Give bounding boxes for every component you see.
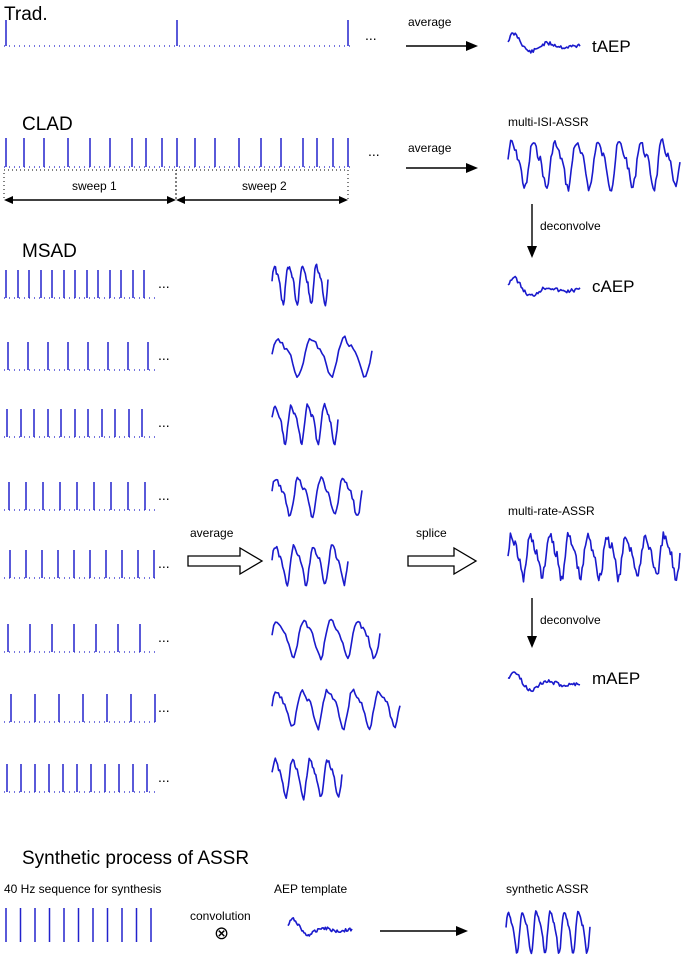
msad-averaged-waveform-7 xyxy=(271,688,401,731)
caep-label: cAEP xyxy=(592,277,635,296)
maep-label: mAEP xyxy=(592,669,640,688)
msad-averaged-waveform-8 xyxy=(271,757,343,801)
msad-train-ellipsis: ... xyxy=(158,487,170,503)
clad-stimulus-train xyxy=(4,138,352,168)
sequence-40hz-pulses xyxy=(5,908,152,942)
trad-average-label: average xyxy=(408,15,452,29)
msad-averaged-waveforms xyxy=(271,263,401,801)
msad-averaged-waveform-6 xyxy=(271,618,381,661)
aep-template-label: AEP template xyxy=(274,882,347,896)
synthesis-arrow xyxy=(380,926,468,936)
msad-deconvolve-label: deconvolve xyxy=(540,613,601,627)
convolution-symbol: ⊗ xyxy=(214,923,229,943)
msad-train-3: ... xyxy=(4,409,170,438)
sweep-1-label: sweep 1 xyxy=(72,179,117,193)
msad-averaged-waveform-1 xyxy=(271,263,329,307)
msad-train-ellipsis: ... xyxy=(158,769,170,785)
taep-label: tAEP xyxy=(592,37,631,56)
msad-averaged-waveform-5 xyxy=(271,544,349,587)
msad-deconvolve-arrow xyxy=(527,598,537,648)
sweep-2-label: sweep 2 xyxy=(242,179,287,193)
multi-isi-assr-label: multi-ISI-ASSR xyxy=(508,115,589,129)
synthetic-assr-label: synthetic ASSR xyxy=(506,882,589,896)
trad-stimulus-train xyxy=(4,20,352,47)
msad-train-ellipsis: ... xyxy=(158,347,170,363)
msad-train-8: ... xyxy=(4,764,170,793)
synthetic-assr-waveform xyxy=(505,910,591,955)
trad-ellipsis: ... xyxy=(365,27,377,43)
multi-rate-assr-label: multi-rate-ASSR xyxy=(508,504,595,518)
sweep-span-arrows xyxy=(4,196,348,204)
msad-train-5: ... xyxy=(4,550,170,579)
msad-train-ellipsis: ... xyxy=(158,629,170,645)
section-trad-title: Trad. xyxy=(4,4,48,25)
clad-average-label: average xyxy=(408,141,452,155)
section-clad-title: CLAD xyxy=(22,114,73,135)
caep-waveform xyxy=(507,275,581,297)
maep-waveform xyxy=(507,671,581,693)
aep-template-waveform xyxy=(287,917,353,937)
msad-train-ellipsis: ... xyxy=(158,275,170,291)
msad-train-ellipsis: ... xyxy=(158,699,170,715)
msad-stimulus-trains: ........................ xyxy=(4,270,170,793)
msad-train-7: ... xyxy=(4,694,170,723)
msad-average-label: average xyxy=(190,526,234,540)
msad-train-ellipsis: ... xyxy=(158,414,170,430)
msad-train-6: ... xyxy=(4,624,170,653)
clad-ellipsis: ... xyxy=(368,143,380,159)
msad-averaged-waveform-2 xyxy=(271,335,373,378)
section-msad-title: MSAD xyxy=(22,241,77,262)
sequence-40hz-label: 40 Hz sequence for synthesis xyxy=(4,882,161,896)
clad-deconvolve-arrow xyxy=(527,204,537,258)
msad-train-4: ... xyxy=(4,482,170,511)
msad-train-ellipsis: ... xyxy=(158,555,170,571)
msad-train-2: ... xyxy=(4,342,170,371)
splice-arrow xyxy=(407,546,478,576)
taep-waveform xyxy=(507,32,581,54)
convolution-label: convolution xyxy=(190,909,251,923)
msad-averaged-waveform-4 xyxy=(271,476,363,519)
msad-train-1: ... xyxy=(4,270,170,299)
msad-averaged-waveform-3 xyxy=(271,402,339,446)
multi-rate-assr-waveform xyxy=(507,531,681,583)
clad-average-arrow xyxy=(406,163,478,173)
multi-isi-assr-waveform xyxy=(507,138,681,192)
splice-label: splice xyxy=(416,526,447,540)
section-synthetic-title: Synthetic process of ASSR xyxy=(22,848,249,869)
trad-average-arrow xyxy=(406,41,478,51)
clad-deconvolve-label: deconvolve xyxy=(540,219,601,233)
msad-average-arrow xyxy=(187,546,264,576)
